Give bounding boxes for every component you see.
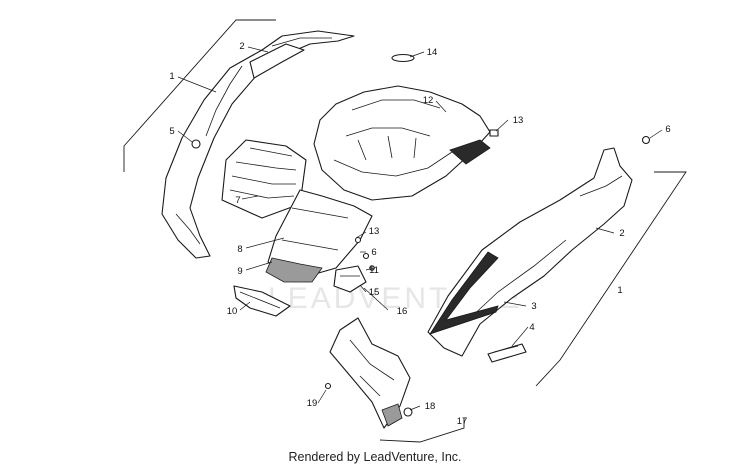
right-assembly-bracket (535, 171, 687, 387)
callout-15: 15 (369, 287, 380, 298)
callout-10: 10 (227, 306, 238, 317)
front-nose-panel[interactable] (267, 189, 373, 277)
belly-pan-grommet[interactable] (403, 407, 413, 417)
callout-13-lower: 13 (369, 226, 380, 237)
headlight-lens[interactable] (233, 285, 291, 317)
callout-5: 5 (169, 126, 174, 137)
small-nut[interactable] (362, 252, 370, 260)
callout-6-right: 6 (665, 124, 670, 135)
callout-1-right: 1 (617, 285, 622, 296)
main-hood[interactable] (313, 85, 491, 201)
left-upper-trim[interactable] (249, 43, 305, 79)
callout-8: 8 (237, 244, 242, 255)
callout-18: 18 (425, 401, 436, 412)
front-grille[interactable] (265, 257, 323, 283)
right-side-decal[interactable] (429, 251, 499, 335)
model-emblem[interactable] (487, 343, 527, 363)
small-screw[interactable] (354, 236, 362, 244)
callout-2-left: 2 (239, 41, 244, 52)
callout-6-lower: 6 (371, 247, 376, 258)
hood-fastener[interactable] (489, 129, 499, 137)
callout-3: 3 (531, 301, 536, 312)
callout-14: 14 (427, 47, 438, 58)
callout-7: 7 (235, 195, 240, 206)
belly-pan-screw[interactable] (324, 382, 332, 390)
hood-badge[interactable] (391, 53, 415, 63)
mount-bracket[interactable] (333, 265, 367, 293)
callout-16: 16 (397, 306, 408, 317)
callout-2-right: 2 (619, 228, 624, 239)
callout-13-top: 13 (513, 115, 524, 126)
leader-lines (177, 46, 663, 411)
right-panel-clip[interactable] (641, 135, 651, 145)
callout-17: 17 (457, 416, 468, 427)
callout-12: 12 (423, 95, 434, 106)
left-panel-clip[interactable] (191, 139, 201, 149)
callout-19: 19 (307, 398, 318, 409)
callout-4: 4 (529, 322, 534, 333)
callout-11: 11 (369, 265, 379, 276)
lower-assembly-bracket (379, 418, 465, 443)
left-assembly-bracket (123, 19, 276, 172)
lower-belly-pan[interactable] (329, 317, 411, 429)
footer-credit: Rendered by LeadVenture, Inc. (288, 450, 462, 464)
callout-labels: 1 2 5 7 8 9 10 14 12 13 13 6 11 15 16 6 … (169, 41, 670, 427)
callout-9: 9 (237, 266, 242, 277)
right-side-panel[interactable] (427, 147, 633, 357)
callout-1-left: 1 (169, 71, 174, 82)
